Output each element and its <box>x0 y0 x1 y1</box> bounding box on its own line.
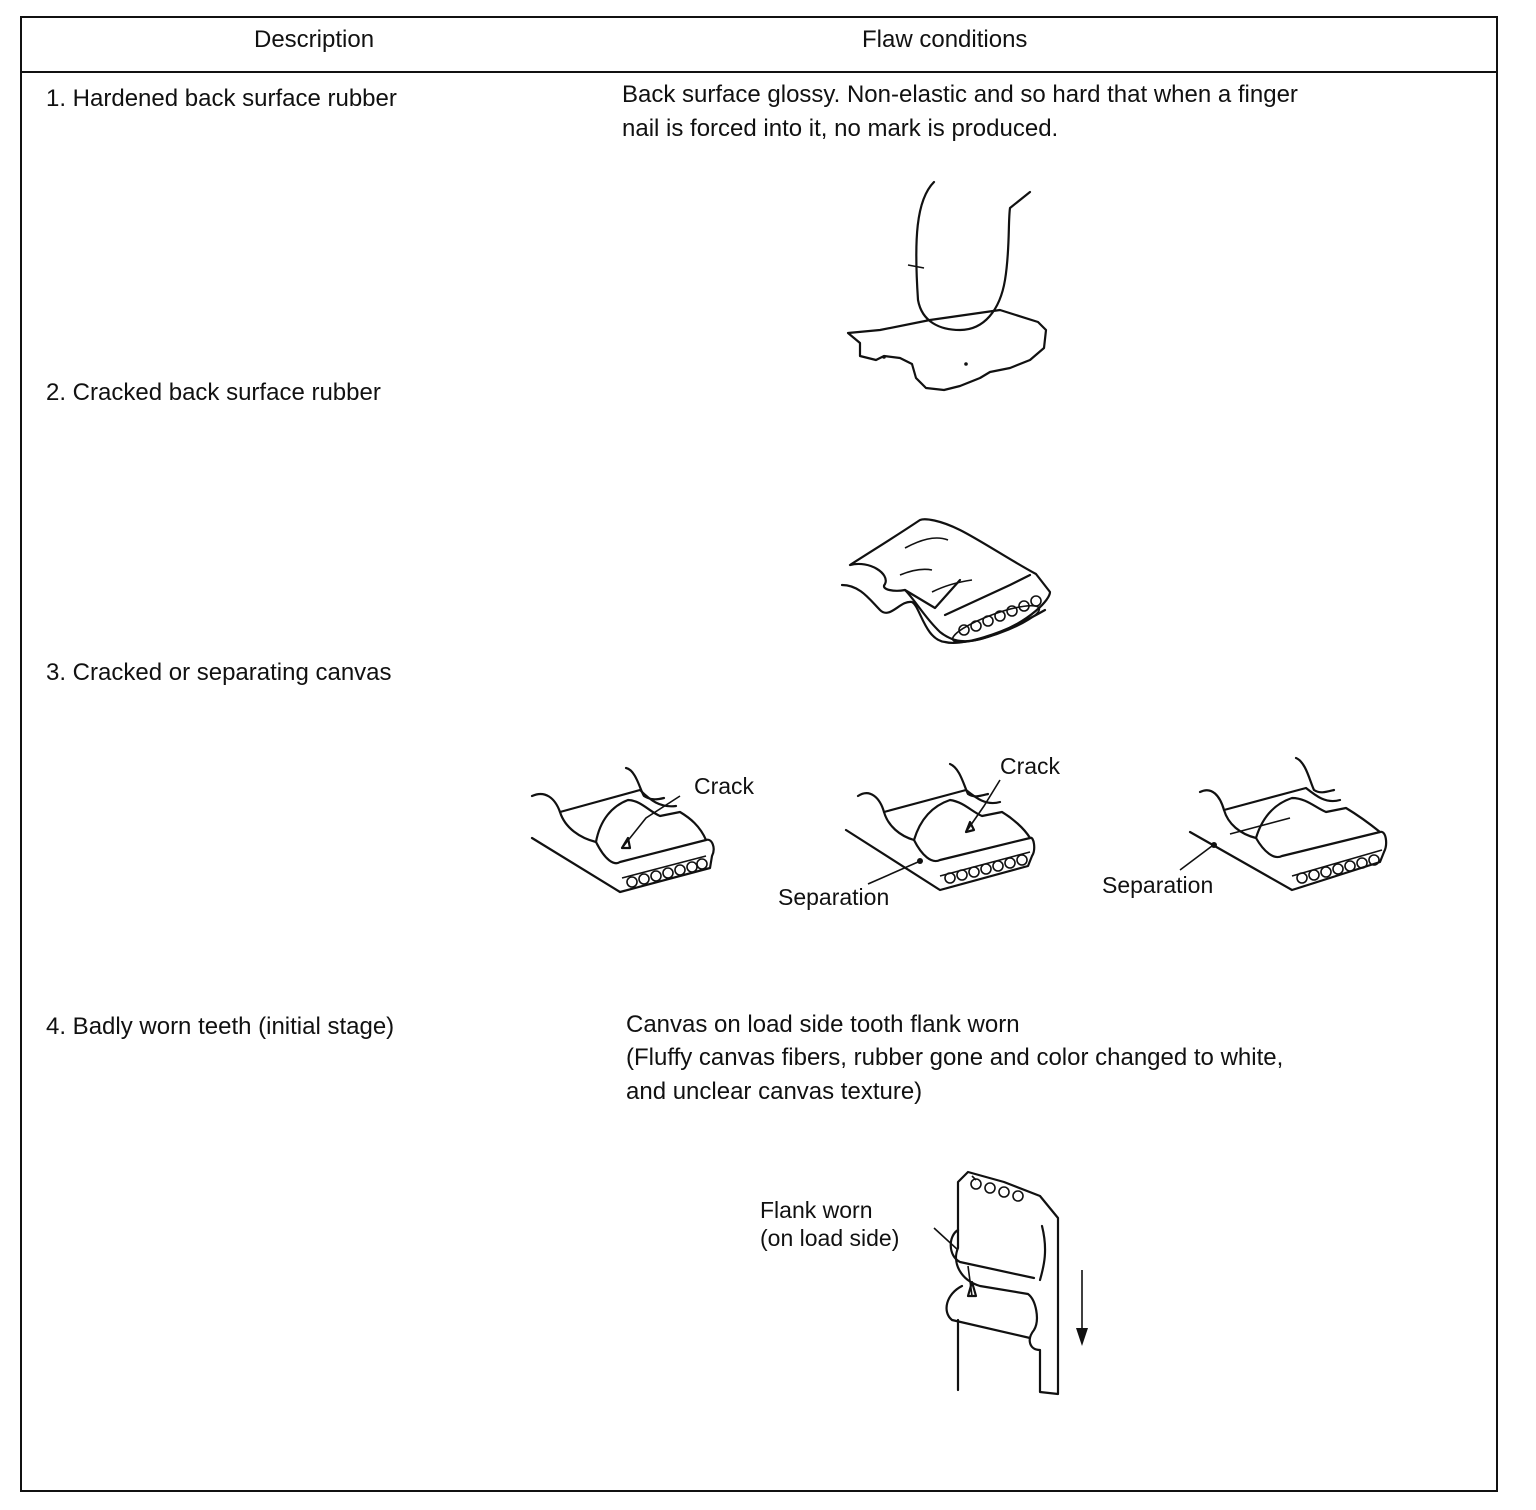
canvas-crack-separation-illustration-2: Crack Separation <box>778 753 1061 910</box>
table-header: Description Flaw conditions <box>22 18 1496 73</box>
header-flaw-conditions: Flaw conditions <box>862 26 1028 53</box>
row-4-condition-line-3: and unclear canvas texture) <box>626 1078 923 1105</box>
label-flank-worn-line-2: (on load side) <box>760 1225 899 1251</box>
label-crack-1: Crack <box>694 773 755 799</box>
row-4-condition-line-2: (Fluffy canvas fibers, rubber gone and c… <box>626 1044 1284 1071</box>
header-description: Description <box>254 26 375 53</box>
finger-on-belt-illustration <box>846 180 1048 392</box>
row-2-description: 2. Cracked back surface rubber <box>46 379 381 406</box>
row-3-description: 3. Cracked or separating canvas <box>46 659 392 686</box>
canvas-separation-illustration-3: Separation <box>1102 756 1388 898</box>
flaw-table: Description Flaw conditions <box>20 16 1498 1492</box>
label-flank-worn-line-1: Flank worn <box>760 1197 872 1223</box>
row-4-condition-line-1: Canvas on load side tooth flank worn <box>626 1011 1020 1038</box>
row-4-description: 4. Badly worn teeth (initial stage) <box>46 1013 395 1040</box>
row-1-description: 1. Hardened back surface rubber <box>46 85 397 112</box>
canvas-crack-illustration-1: Crack <box>530 766 755 894</box>
label-separation-2: Separation <box>1102 872 1213 898</box>
worn-tooth-flank-illustration: Flank worn (on load side) <box>760 1170 1088 1396</box>
label-separation-1: Separation <box>778 884 889 910</box>
label-crack-2: Crack <box>1000 753 1061 779</box>
cracked-back-belt-illustration <box>840 518 1052 644</box>
row-1-condition-line-2: nail is forced into it, no mark is produ… <box>622 115 1059 142</box>
row-1-condition-line-1: Back surface glossy. Non-elastic and so … <box>622 81 1298 108</box>
